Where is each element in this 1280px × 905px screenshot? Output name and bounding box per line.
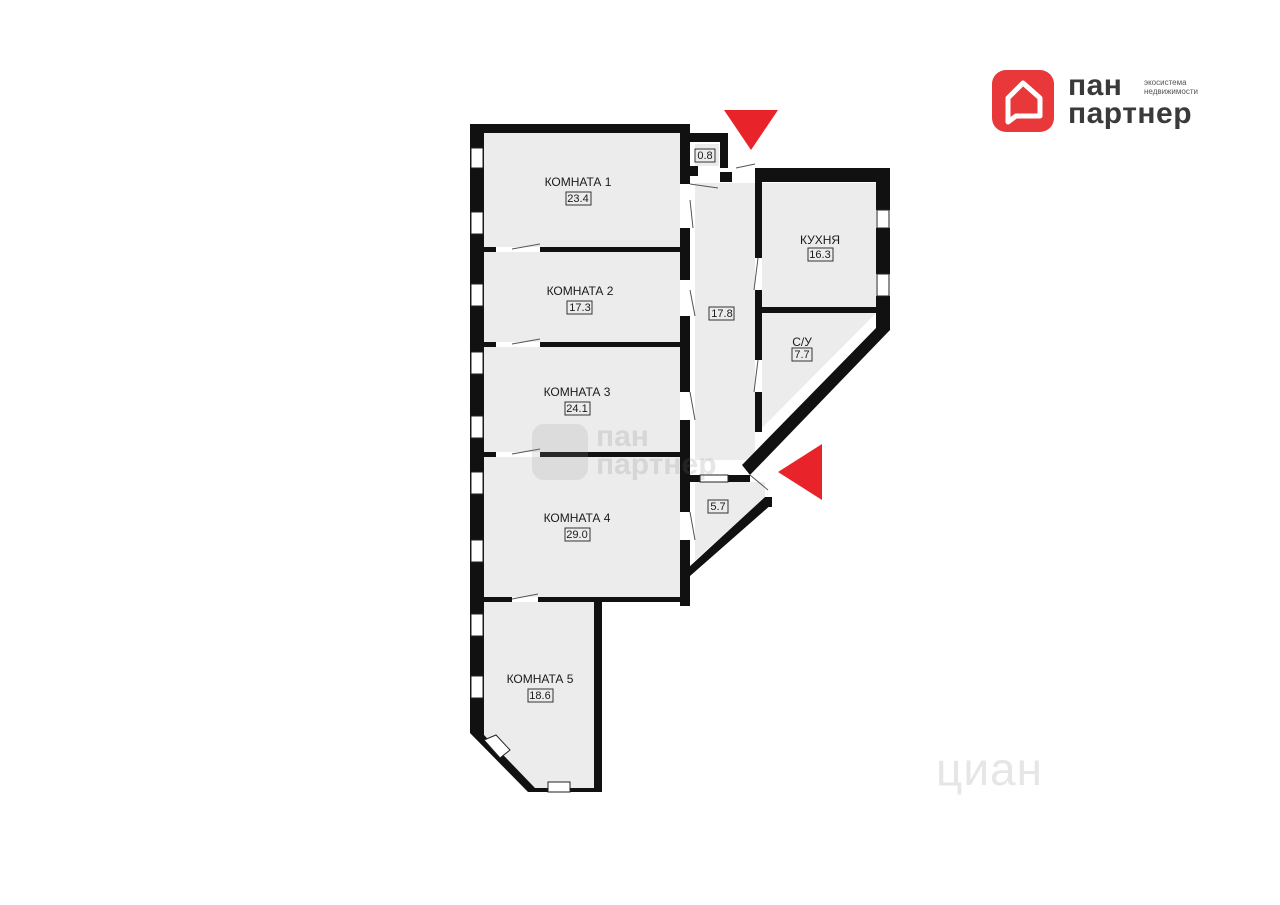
room-area: 5.7 — [710, 501, 725, 513]
brand-logo: пан партнер экосистема недвижимости — [992, 70, 1232, 132]
room-area: 17.8 — [711, 308, 732, 320]
brand-tagline-line2: недвижимости — [1144, 87, 1198, 96]
walls — [470, 124, 890, 792]
room-area: 18.6 — [529, 690, 550, 702]
room-name: КОМНАТА 5 — [507, 672, 574, 686]
windows — [470, 147, 890, 793]
pan-partner-watermark: пан партнер — [532, 420, 752, 486]
room-labels: КОМНАТА 1 23.4 КОМНАТА 2 17.3 КОМНАТА 3 … — [507, 148, 840, 703]
entrance-marker-top — [724, 110, 778, 150]
watermark-word: пан — [596, 420, 649, 453]
room-area: 29.0 — [566, 529, 587, 541]
room-name: КОМНАТА 2 — [547, 284, 614, 298]
room-name: КОМНАТА 1 — [545, 175, 612, 189]
cian-watermark: циан — [936, 743, 1044, 795]
doors — [511, 163, 769, 600]
room-area: 0.8 — [697, 150, 712, 162]
brand-name-line2: партнер — [1068, 97, 1193, 130]
entrance-marker-right — [778, 444, 822, 500]
house-icon — [532, 424, 588, 480]
brand-tagline-line1: экосистема — [1144, 78, 1187, 87]
brand-name-line1: пан — [1068, 69, 1123, 102]
room-name: КУХНЯ — [800, 233, 840, 247]
watermark-word: партнер — [596, 448, 717, 481]
room-name: С/У — [792, 335, 812, 349]
room-area: 23.4 — [567, 193, 588, 205]
room-name: КОМНАТА 4 — [544, 511, 611, 525]
room-area: 16.3 — [809, 249, 830, 261]
room-area: 24.1 — [566, 403, 587, 415]
room-area: 17.3 — [569, 302, 590, 314]
room-area: 7.7 — [794, 349, 809, 361]
room-name: КОМНАТА 3 — [544, 385, 611, 399]
house-chat-icon — [992, 70, 1054, 132]
